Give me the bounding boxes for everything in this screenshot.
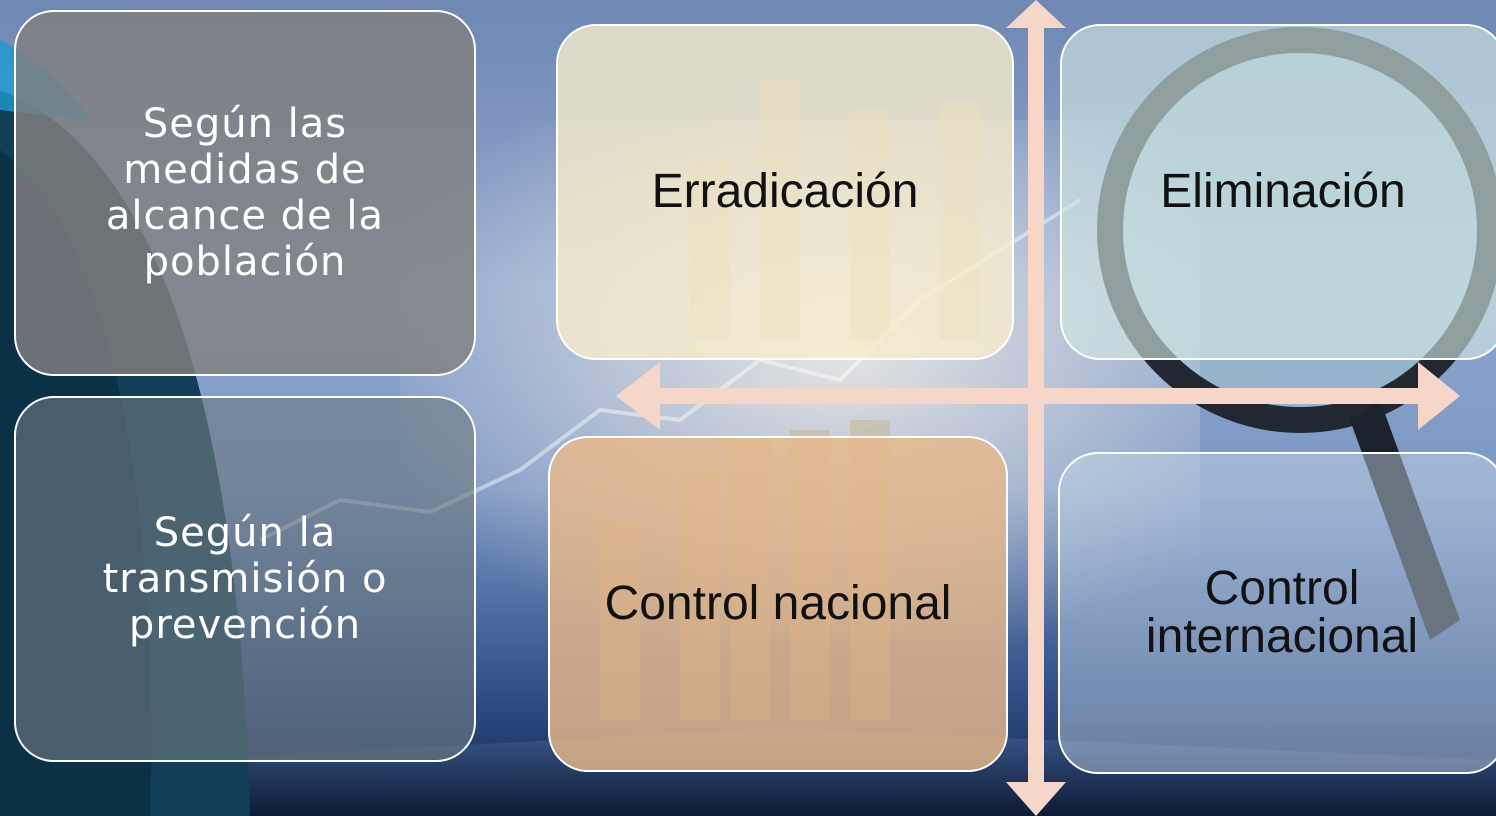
quadrant-label: Control nacional: [604, 577, 952, 630]
horizontal-axis-arrow: [656, 388, 1422, 404]
category-box-population-reach: Según las medidas de alcance de la pobla…: [14, 10, 476, 376]
quadrant-national-control: Control nacional: [548, 436, 1008, 772]
arrow-head-right: [1418, 362, 1460, 430]
quadrant-elimination: Eliminación: [1060, 24, 1496, 360]
category-label: Según las medidas de alcance de la pobla…: [105, 101, 385, 285]
arrow-head-down: [1006, 782, 1066, 816]
category-box-transmission: Según la transmisión o prevención: [14, 396, 476, 762]
quadrant-label: Control internacional: [1145, 562, 1419, 663]
quadrant-label: Eliminación: [1160, 165, 1406, 218]
arrow-head-left: [616, 362, 660, 430]
quadrant-erradication: Erradicación: [556, 24, 1014, 360]
arrow-head-up: [1006, 0, 1066, 28]
quadrant-label: Erradicación: [651, 165, 919, 218]
category-label: Según la transmisión o prevención: [102, 510, 388, 648]
quadrant-international-control: Control internacional: [1058, 452, 1496, 774]
